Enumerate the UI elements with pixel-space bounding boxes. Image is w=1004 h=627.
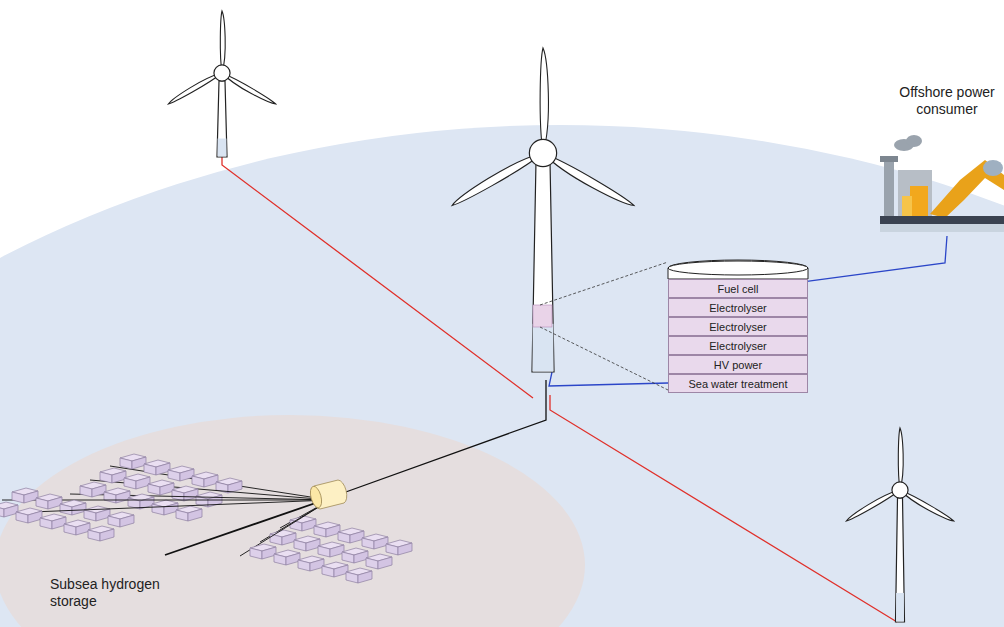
storage-module xyxy=(346,568,372,583)
seabed-region xyxy=(0,415,585,627)
storage-module xyxy=(192,472,218,487)
power-cable xyxy=(549,372,668,386)
storage-module xyxy=(64,520,90,535)
leader-line xyxy=(540,327,668,390)
hydrogen-tank xyxy=(308,480,346,509)
wind-turbine xyxy=(845,428,955,622)
storage-module xyxy=(88,526,114,541)
storage-module xyxy=(16,508,42,523)
storage-module xyxy=(338,528,364,543)
storage-module xyxy=(124,474,150,489)
node-text: Electrolyser xyxy=(709,302,766,314)
node-text: HV power xyxy=(714,359,762,371)
storage-module xyxy=(314,522,340,537)
node-text: Subsea hydrogen storage xyxy=(50,576,170,610)
hydrogen-manifold xyxy=(165,498,330,555)
node-text: Electrolyser xyxy=(709,340,766,352)
storage-module xyxy=(322,562,348,577)
storage-module xyxy=(80,482,106,497)
stack-layer: Electrolyser xyxy=(668,336,808,355)
hydrogen-pipe xyxy=(240,500,330,556)
storage-module xyxy=(60,500,86,515)
storage-module xyxy=(342,548,368,563)
storage-module xyxy=(104,488,130,503)
storage-module xyxy=(270,530,296,545)
storage-module xyxy=(100,468,126,483)
wind-turbine xyxy=(167,11,277,157)
storage-module xyxy=(36,494,62,509)
hydrogen-pipe xyxy=(110,466,330,500)
storage-module xyxy=(84,506,110,521)
storage-module xyxy=(298,556,324,571)
power-cable xyxy=(222,157,533,398)
storage-module xyxy=(386,540,412,555)
stack-cap xyxy=(668,260,808,279)
storage-module xyxy=(120,454,146,469)
stack-layer: Electrolyser xyxy=(668,298,808,317)
storage-module xyxy=(12,488,38,503)
storage-module xyxy=(148,480,174,495)
stack-layer: Sea water treatment xyxy=(668,374,808,393)
factory-icon xyxy=(880,135,1004,232)
storage-module xyxy=(250,544,276,559)
node-text: Fuel cell xyxy=(718,283,759,295)
hydrogen-pipe xyxy=(343,380,546,493)
storage-module xyxy=(152,500,178,515)
stack-layer: Electrolyser xyxy=(668,317,808,336)
power-cable xyxy=(550,395,897,622)
storage-module xyxy=(274,550,300,565)
stack-layer: Fuel cell xyxy=(668,279,808,298)
storage-region-node: Subsea hydrogen storage xyxy=(50,576,170,610)
storage-module xyxy=(290,516,316,531)
sea-area xyxy=(0,125,1004,627)
storage-module xyxy=(172,486,198,501)
stack-layer: HV power xyxy=(668,355,808,374)
storage-module xyxy=(40,514,66,529)
node-text: Offshore power consumer xyxy=(893,84,1001,118)
storage-module xyxy=(362,534,388,549)
hydrogen-pipe xyxy=(0,500,330,514)
storage-module xyxy=(0,502,18,517)
stack-cap xyxy=(668,261,808,275)
storage-module xyxy=(144,460,170,475)
wind-turbine xyxy=(449,48,635,372)
storage-module xyxy=(366,554,392,569)
storage-module xyxy=(128,494,154,509)
storage-module xyxy=(108,512,134,527)
node-text: Sea water treatment xyxy=(688,378,787,390)
storage-module xyxy=(168,466,194,481)
storage-module xyxy=(318,542,344,557)
node-text: Electrolyser xyxy=(709,321,766,333)
storage-module xyxy=(294,536,320,551)
power-cable xyxy=(668,236,947,300)
leader-line xyxy=(540,262,668,305)
storage-module xyxy=(176,506,202,521)
consumer-label-node: Offshore power consumer xyxy=(893,84,1001,118)
